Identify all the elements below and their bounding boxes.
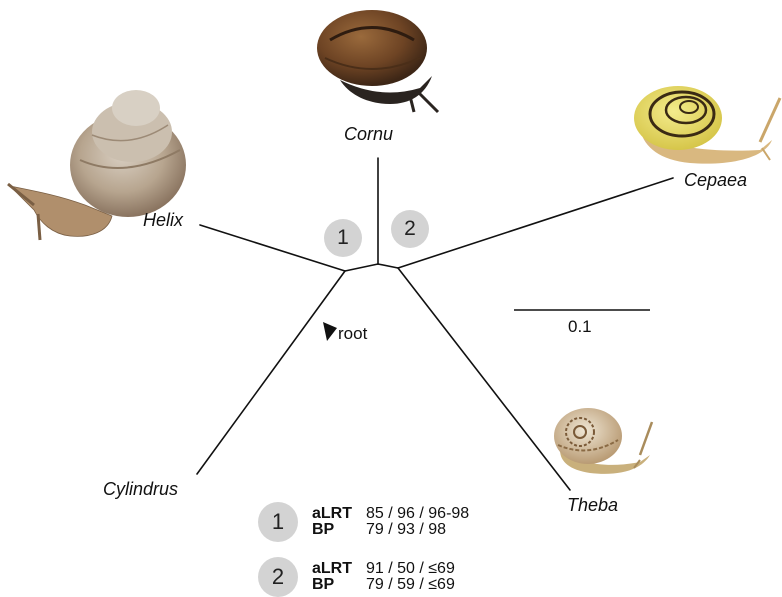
taxon-label-helix: Helix [143,210,183,231]
legend-badge-1: 1 [258,502,298,542]
alrt-values: 85 / 96 / 96-98 [366,506,469,522]
branch-cylindrus [197,271,345,474]
cornu-snail-photo [317,10,438,112]
node-badge-2: 2 [391,210,429,248]
node-badge-1: 1 [324,219,362,257]
branch-theba [398,268,570,490]
cepaea-snail-photo [634,86,780,164]
bp-label: BP [312,577,366,593]
node-badge-label: 2 [404,217,416,241]
taxon-label-cornu: Cornu [344,124,393,145]
root-arrow-icon [323,322,337,341]
theba-snail-photo [554,408,652,474]
branch-internal-1 [345,264,378,271]
node-badge-label: 1 [337,226,349,250]
scale-bar-label: 0.1 [568,317,592,337]
branch-cepaea [398,178,673,268]
taxon-label-cylindrus: Cylindrus [103,479,178,500]
taxon-label-theba: Theba [567,495,618,516]
branch-helix [200,225,345,271]
root-label: root [338,324,367,344]
alrt-label: aLRT [312,506,366,522]
bp-label: BP [312,522,366,538]
taxon-label-cepaea: Cepaea [684,170,747,191]
alrt-values: 91 / 50 / ≤69 [366,561,455,577]
alrt-label: aLRT [312,561,366,577]
bp-values: 79 / 93 / 98 [366,522,446,538]
bp-values: 79 / 59 / ≤69 [366,577,455,593]
branch-internal-2 [378,264,398,268]
legend-badge-2: 2 [258,557,298,597]
